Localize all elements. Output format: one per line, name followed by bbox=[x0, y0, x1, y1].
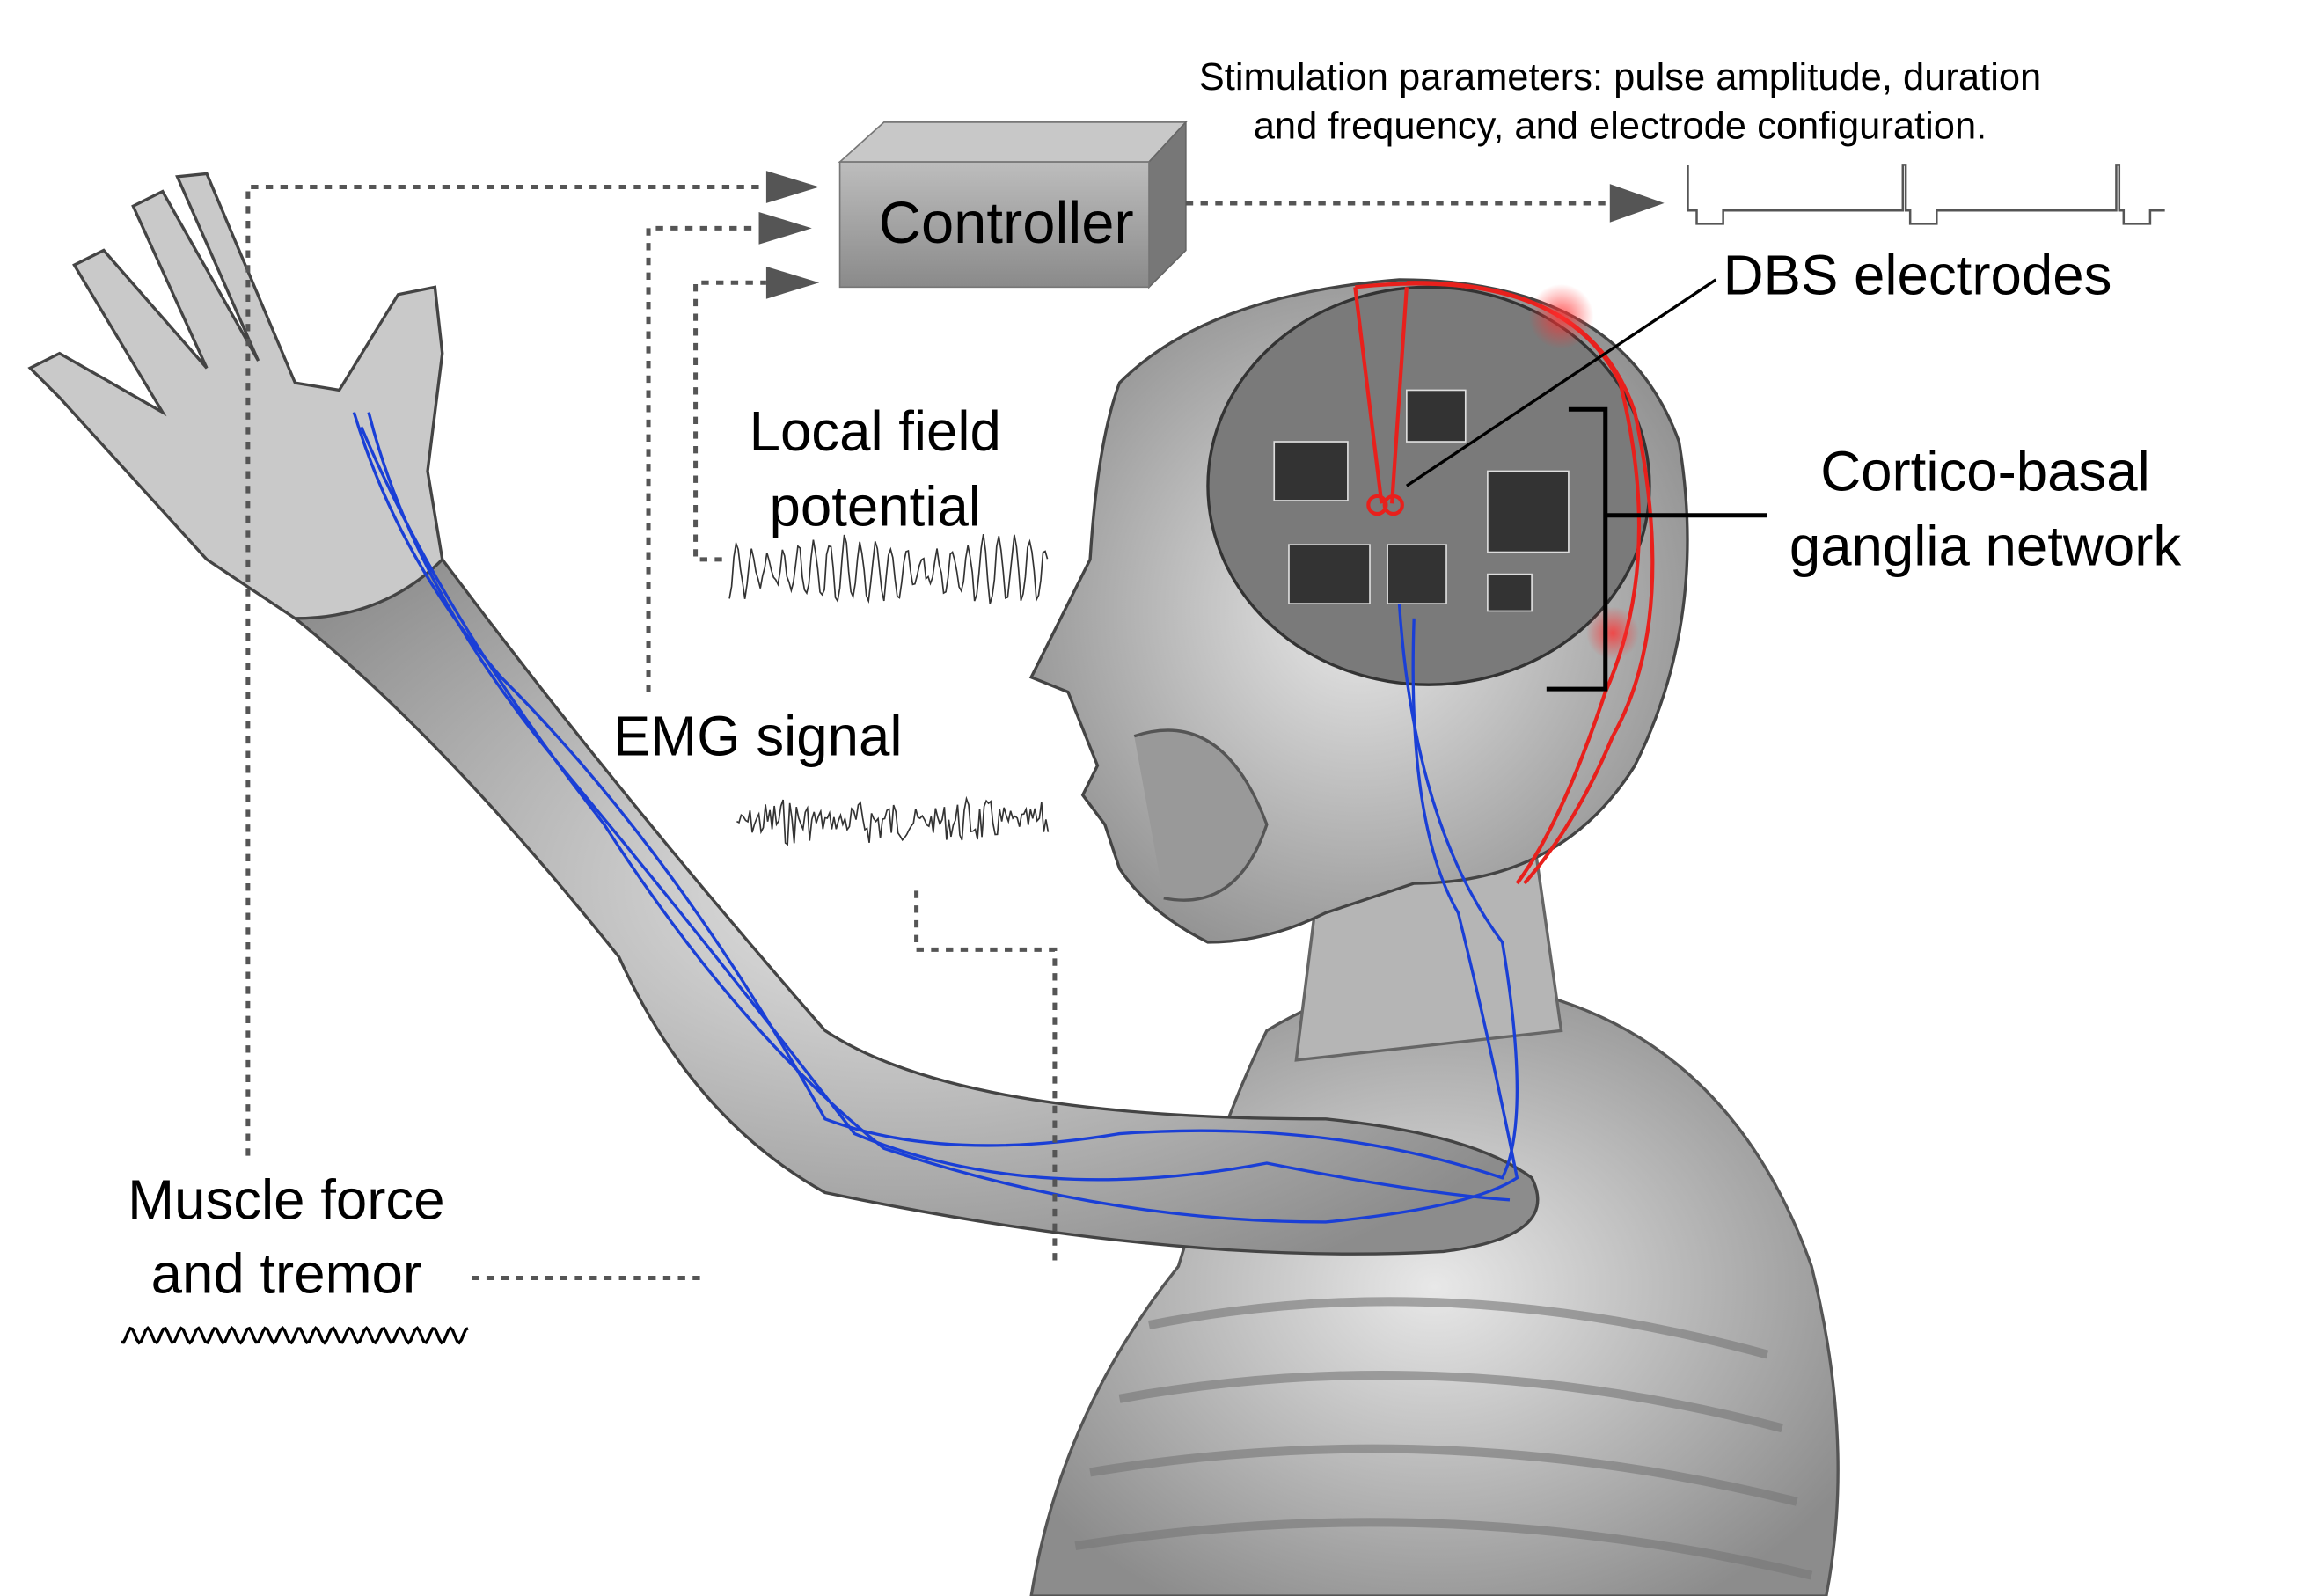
controller-front-face bbox=[838, 161, 1150, 289]
tremor-signal-trace bbox=[121, 1325, 469, 1345]
emg-signal-trace bbox=[736, 795, 1050, 846]
electrode-glow bbox=[1586, 606, 1640, 660]
emg-feedback-line bbox=[646, 225, 759, 692]
network-label-line1: Cortico-basal bbox=[1820, 440, 2150, 502]
hand bbox=[27, 172, 444, 620]
controller-top-face bbox=[838, 121, 1188, 163]
electrode-glow bbox=[1528, 283, 1594, 349]
lfp-signal-trace bbox=[728, 533, 1049, 604]
controller-box: Controller bbox=[838, 120, 1188, 289]
muscle-label-line1: Muscle force bbox=[128, 1169, 444, 1232]
brain-chips bbox=[1273, 389, 1570, 612]
nerve-pathways bbox=[352, 412, 1519, 1224]
network-bracket bbox=[1546, 406, 1767, 692]
controller-label: Controller bbox=[879, 190, 1134, 256]
dbs-electrodes-label: DBS electrodes bbox=[1724, 245, 2112, 307]
arrowheads bbox=[758, 171, 1665, 299]
jaw bbox=[1133, 728, 1269, 902]
emg-label: EMG signal bbox=[613, 705, 903, 767]
dbs-pointer-line bbox=[1405, 278, 1717, 487]
muscle-label-line2: and tremor bbox=[151, 1242, 421, 1305]
arrow-head-icon bbox=[1609, 184, 1665, 223]
arrow-head-icon bbox=[765, 171, 820, 203]
lfp-label-line1: Local field bbox=[750, 400, 1001, 463]
stimulation-parameters-line1: Stimulation parameters: pulse amplitude,… bbox=[1199, 56, 2042, 99]
stimulation-parameters-line2: and frequency, and electrode configurati… bbox=[1254, 105, 1987, 147]
arrow-head-icon bbox=[765, 266, 820, 299]
feedback-dashed-lines bbox=[245, 185, 1614, 1281]
arrow-head-icon bbox=[758, 211, 812, 245]
human-figure-illustration bbox=[27, 172, 1840, 1596]
lfp-label-line2: potential bbox=[770, 475, 981, 538]
ribs bbox=[1074, 1297, 1813, 1580]
muscle-force-feedback-line bbox=[245, 185, 766, 1156]
torso bbox=[1029, 976, 1840, 1596]
stimulation-pulse-train bbox=[1687, 164, 2165, 225]
network-label-line2: ganglia network bbox=[1789, 516, 2182, 578]
